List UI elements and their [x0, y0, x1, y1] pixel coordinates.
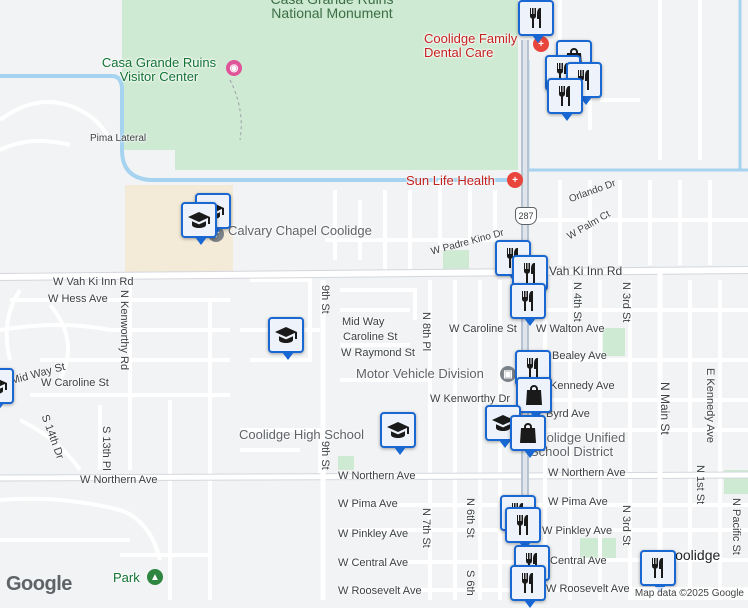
- street-label: S 13th Pl: [100, 426, 112, 471]
- school-marker[interactable]: [380, 412, 416, 455]
- street-label: Pima Lateral: [90, 133, 147, 144]
- graduation-cap-icon: [386, 418, 410, 442]
- restaurant-marker[interactable]: [518, 0, 554, 43]
- street-label: W Raymond St: [341, 347, 415, 359]
- fork-knife-icon: [524, 6, 548, 30]
- fork-knife-icon: [646, 556, 670, 580]
- fork-knife-icon: [553, 84, 577, 108]
- street-label: 9th St: [319, 441, 331, 470]
- street-label: W Pinkley Ave: [542, 525, 613, 537]
- school-marker[interactable]: [0, 368, 14, 411]
- graduation-cap-icon: [187, 208, 211, 232]
- dental-label[interactable]: Coolidge Family Dental Care: [424, 31, 518, 60]
- graduation-cap-icon: [274, 323, 298, 347]
- fork-knife-icon: [516, 289, 540, 313]
- street-label: N 7th St: [420, 508, 432, 548]
- street-label: W Northern Ave: [338, 470, 416, 482]
- park-icon[interactable]: ▲: [147, 569, 163, 585]
- street-label: Kennedy Ave: [550, 380, 615, 392]
- highway-shield: 287: [515, 207, 537, 225]
- street-label: Bealey Ave: [552, 350, 607, 362]
- fork-knife-icon: [518, 261, 542, 285]
- street-label: W Vah Ki Inn Rd: [53, 276, 134, 288]
- street-label: N Kenworthy Rd: [118, 290, 130, 371]
- street-label: W Walton Ave: [536, 323, 605, 335]
- street-label: N 3rd St: [620, 282, 632, 323]
- fork-knife-icon: [511, 513, 535, 537]
- shopping-marker[interactable]: [516, 377, 552, 420]
- city-label: Coolidge: [665, 547, 721, 563]
- restaurant-marker[interactable]: [510, 283, 546, 326]
- restaurant-marker[interactable]: [640, 550, 676, 593]
- street-label: W Pinkley Ave: [338, 528, 409, 540]
- shopping-bag-icon: [516, 421, 540, 445]
- park-area: [443, 250, 469, 272]
- street-label: S 6th: [464, 570, 476, 596]
- street-label: W Hess Ave: [48, 293, 108, 305]
- street-label: N 3rd St: [620, 505, 632, 546]
- street-label: Mid Way: [342, 316, 385, 328]
- street-label: N 4th St: [571, 282, 583, 322]
- park-area: [338, 456, 354, 470]
- street-label: Byrd Ave: [546, 408, 590, 420]
- street-label: W Kenworthy Dr: [430, 393, 511, 405]
- street-label: W Caroline St: [41, 377, 109, 389]
- street-label: W Caroline St: [449, 323, 517, 335]
- street-label: N 8th Pl: [420, 312, 432, 352]
- park-label[interactable]: Park: [113, 570, 140, 585]
- national-monument-area: [122, 0, 518, 170]
- camera-icon[interactable]: ◉: [226, 60, 242, 76]
- street-label: N 6th St: [464, 498, 476, 538]
- street-label: W Pima Ave: [548, 496, 608, 508]
- street-label: E Kennedy Ave: [704, 368, 716, 444]
- shopping-marker[interactable]: [510, 415, 546, 458]
- street-label: W Northern Ave: [80, 474, 158, 486]
- graduation-cap-icon: [491, 411, 515, 435]
- building-icon[interactable]: ▣: [500, 366, 516, 382]
- restaurant-marker[interactable]: [505, 507, 541, 550]
- street-label: N Main St: [658, 382, 672, 435]
- street-label: W Roosevelt Ave: [338, 585, 422, 597]
- high-school-label[interactable]: Coolidge High School: [239, 427, 365, 442]
- hospital-icon[interactable]: +: [507, 172, 523, 188]
- google-logo: Google: [6, 573, 72, 595]
- mvd-label[interactable]: Motor Vehicle Division: [356, 366, 484, 381]
- graduation-cap-icon: [0, 374, 8, 398]
- street-label: N 1st St: [694, 465, 706, 505]
- school-district-label[interactable]: Coolidge Unified School District: [530, 430, 626, 459]
- fork-knife-icon: [521, 356, 545, 380]
- fork-knife-icon: [501, 246, 525, 270]
- school-marker[interactable]: [181, 202, 217, 245]
- school-marker[interactable]: [268, 317, 304, 360]
- street-label: W Roosevelt Ave: [546, 583, 630, 595]
- park-area: [603, 328, 625, 356]
- calvary-label[interactable]: Calvary Chapel Coolidge: [228, 223, 372, 238]
- street-label: W Central Ave: [338, 557, 409, 569]
- restaurant-marker[interactable]: [510, 565, 546, 608]
- street-label: 9th St: [319, 285, 331, 314]
- map-attribution[interactable]: Map data ©2025 Google: [630, 587, 748, 600]
- sun-life-label[interactable]: Sun Life Health: [406, 173, 495, 188]
- street-label: N Pacific St: [730, 498, 742, 555]
- visitor-center-label[interactable]: Casa Grande Ruins Visitor Center: [101, 55, 217, 84]
- fork-knife-icon: [516, 571, 540, 595]
- street-label: Caroline St: [343, 331, 398, 343]
- street-label: Vah Ki Inn Rd: [549, 264, 623, 278]
- street-label: W Northern Ave: [548, 467, 626, 479]
- national-monument-label[interactable]: Casa Grande Ruins National Monument: [271, 0, 394, 21]
- restaurant-marker[interactable]: [547, 78, 583, 121]
- canal: [0, 74, 515, 182]
- street-label: W Pima Ave: [338, 498, 398, 510]
- shopping-bag-icon: [522, 383, 546, 407]
- street-label: Central Ave: [550, 555, 607, 567]
